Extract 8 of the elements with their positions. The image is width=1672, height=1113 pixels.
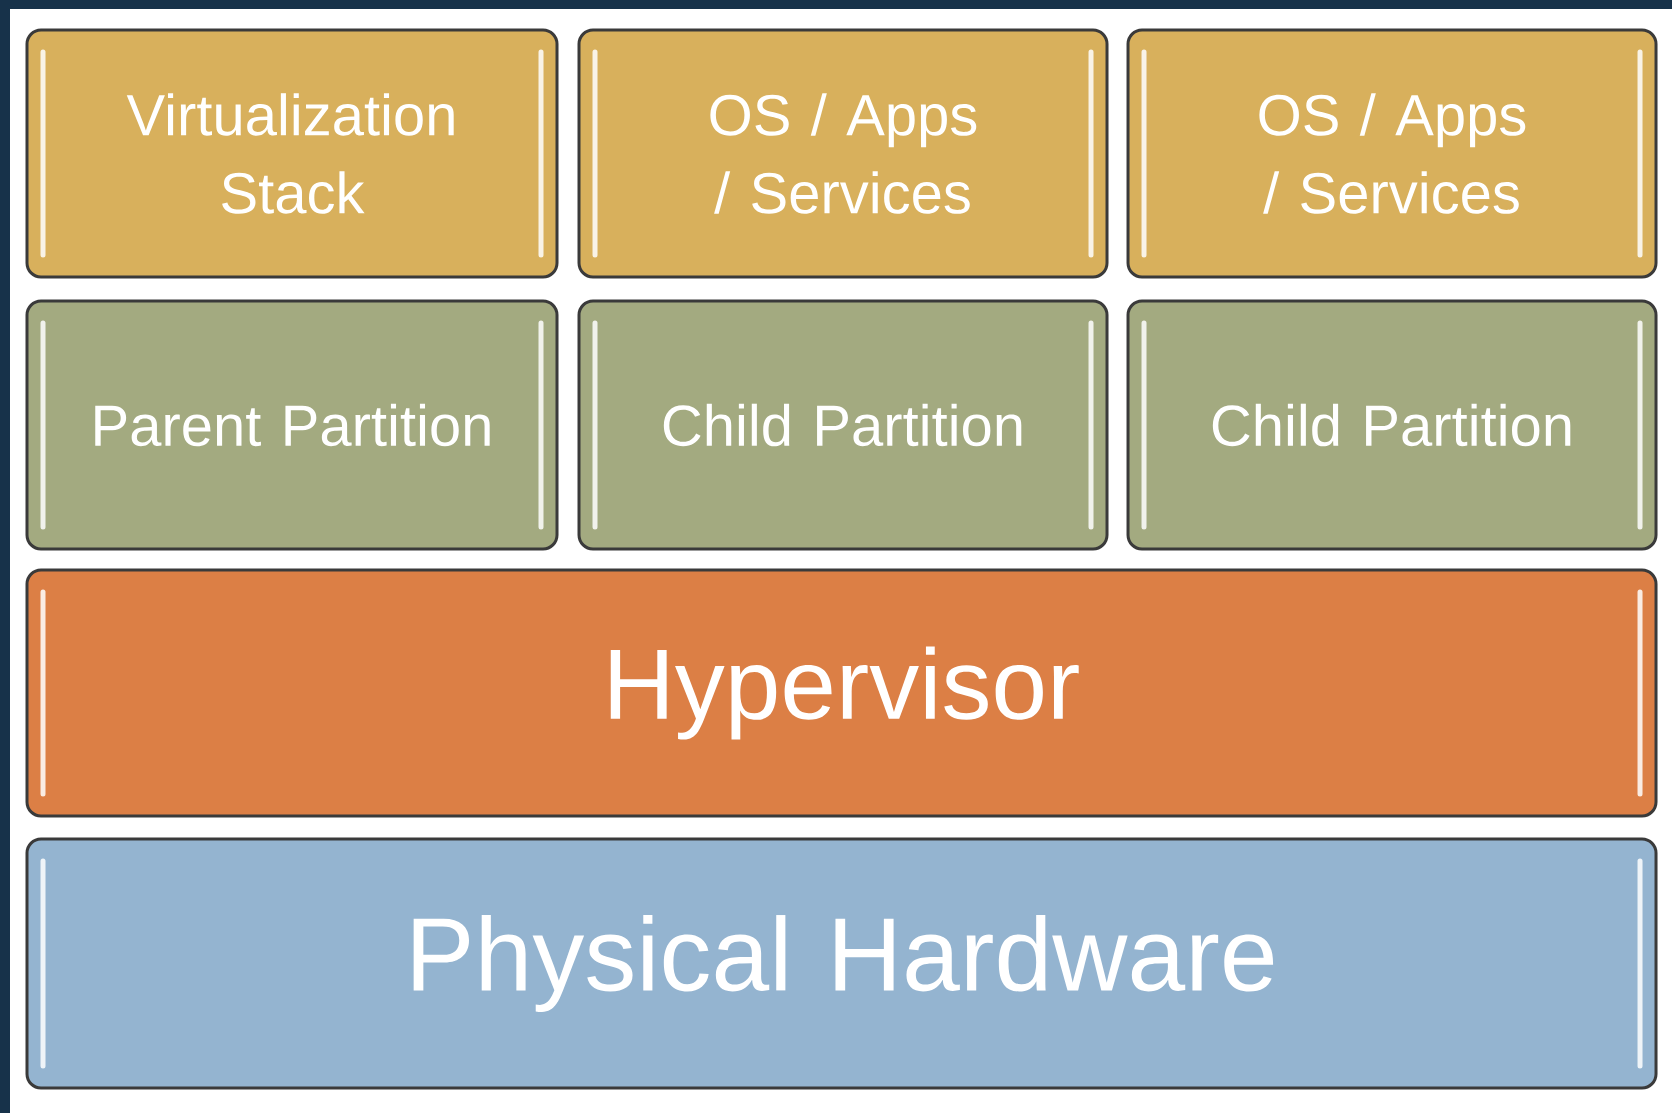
layer-box: Virtualization Stack [25, 28, 559, 279]
layer-box: Child Partition [1126, 299, 1658, 551]
layer-box: OS / Apps / Services [577, 28, 1109, 279]
layer-box: Child Partition [577, 299, 1109, 551]
layer-box: Physical Hardware [25, 837, 1658, 1090]
layer-box: Hypervisor [25, 568, 1658, 818]
layer-box: OS / Apps / Services [1126, 28, 1658, 279]
layer-box: Parent Partition [25, 299, 559, 551]
